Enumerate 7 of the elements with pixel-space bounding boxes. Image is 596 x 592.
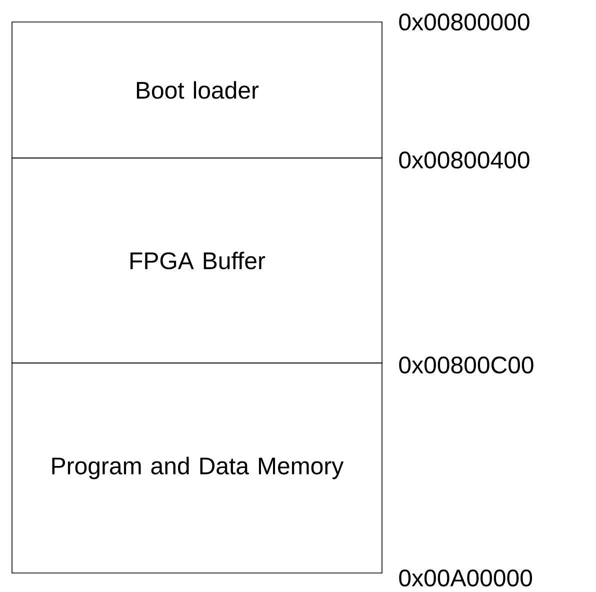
memory-region-box: Boot loader: [12, 22, 382, 158]
memory-region-box: FPGA Buffer: [12, 158, 382, 364]
address-label: 0x00800400: [399, 152, 530, 168]
address-label: 0x00800C00: [399, 356, 534, 374]
memory-region-box: Program and Data Memory: [12, 362, 382, 574]
address-label: 0x00A00000: [399, 570, 532, 586]
address-label: 0x00800000: [399, 14, 530, 30]
